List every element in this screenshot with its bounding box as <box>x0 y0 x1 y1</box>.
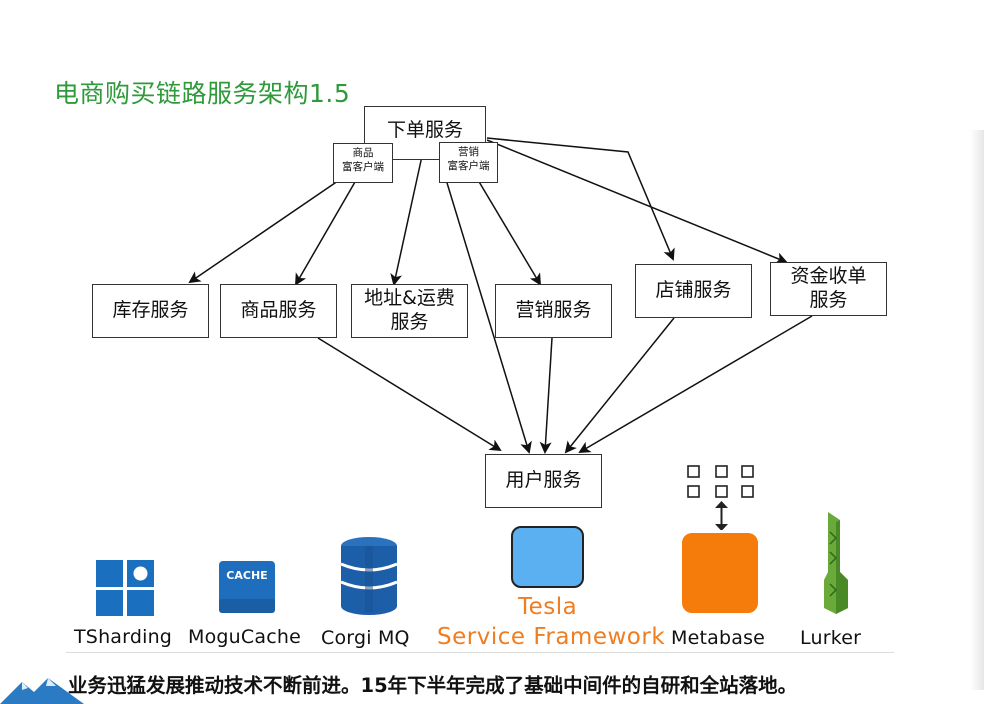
address-service-line2: 服务 <box>390 311 429 333</box>
logo-row-divider <box>66 652 894 653</box>
shop-service-box: 店铺服务 <box>635 264 752 318</box>
arrow-order-to-user <box>436 149 532 454</box>
metabase-icon <box>682 533 758 613</box>
tesla-subtitle-label: Service Framework <box>437 624 666 650</box>
inventory-service-label: 库存服务 <box>112 299 189 322</box>
database-icon <box>340 537 398 615</box>
product-service-label: 商品服务 <box>240 299 317 322</box>
payment-service-box: 资金收单 服务 <box>770 262 887 316</box>
marketing-client-line2: 富客户端 <box>447 160 490 173</box>
arrow-to-inventory <box>188 169 355 284</box>
user-service-box: 用户服务 <box>485 454 602 508</box>
arrow-to-address <box>390 155 423 286</box>
tsharding-label: TSharding <box>74 626 173 648</box>
corgi-mq-label: Corgi MQ <box>321 627 410 649</box>
payment-service-line1: 资金收单 <box>790 265 867 288</box>
marketing-service-box: 营销服务 <box>495 284 612 338</box>
address-service-line1: 地址&运费 <box>364 287 455 310</box>
arrow-to-product <box>294 181 356 286</box>
product-rich-client-box: 商品 富客户端 <box>333 143 393 183</box>
arrow-shop-to-user <box>564 317 675 454</box>
metabase-dots-icon <box>687 465 754 530</box>
right-edge-shadow <box>970 130 984 690</box>
address-shipping-service-box: 地址&运费 服务 <box>351 284 468 338</box>
metabase-label: Metabase <box>671 627 766 649</box>
product-client-line1: 商品 <box>352 147 374 159</box>
product-client-line2: 富客户端 <box>342 161 384 174</box>
tower-icon <box>824 512 848 614</box>
diagram-title: 电商购买链路服务架构1.5 <box>54 79 351 108</box>
caption-text: 业务迅猛发展推动技术不断前进。15年下半年完成了基础中间件的自研和全站落地。 <box>68 674 798 697</box>
marketing-rich-client-box: 营销 富客户端 <box>439 142 498 183</box>
payment-service-line2: 服务 <box>809 289 848 311</box>
arrow-to-marketing <box>477 179 542 286</box>
arrow-product-to-user <box>317 337 502 452</box>
order-service-label: 下单服务 <box>386 119 463 141</box>
cache-badge-text: CACHE <box>226 569 267 582</box>
arrow-to-payment <box>486 139 788 264</box>
lurker-label: Lurker <box>800 627 862 649</box>
marketing-service-label: 营销服务 <box>515 299 592 322</box>
mountain-decoration-icon <box>0 678 84 704</box>
mogucache-label: MoguCache <box>188 626 302 648</box>
inventory-service-box: 库存服务 <box>92 284 209 338</box>
user-service-label: 用户服务 <box>505 469 582 492</box>
arrow-marketing-to-user <box>539 337 553 454</box>
cache-icon: CACHE <box>219 561 275 613</box>
arrow-to-shop <box>486 137 675 261</box>
marketing-client-line1: 营销 <box>458 146 479 158</box>
product-service-box: 商品服务 <box>220 284 337 338</box>
arrow-payment-to-user <box>578 315 813 454</box>
tsharding-icon <box>96 560 154 616</box>
shop-service-label: 店铺服务 <box>655 279 732 302</box>
tesla-label: Tesla <box>518 594 578 620</box>
rounded-square-icon <box>511 526 584 588</box>
